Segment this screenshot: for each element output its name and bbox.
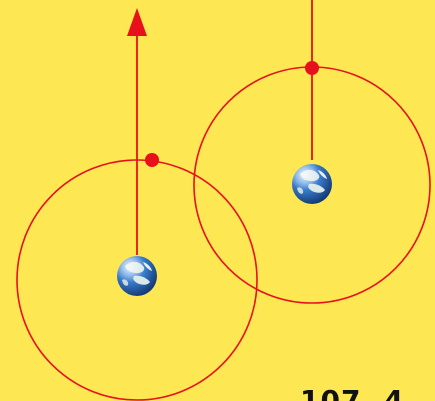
globe-icon bbox=[117, 256, 157, 296]
corner-label: 107 .4 bbox=[300, 386, 435, 401]
marker-dot-left bbox=[145, 153, 159, 167]
globe-icon bbox=[292, 164, 332, 204]
arrow-up-icon bbox=[127, 8, 147, 36]
marker-dot-right bbox=[305, 61, 319, 75]
